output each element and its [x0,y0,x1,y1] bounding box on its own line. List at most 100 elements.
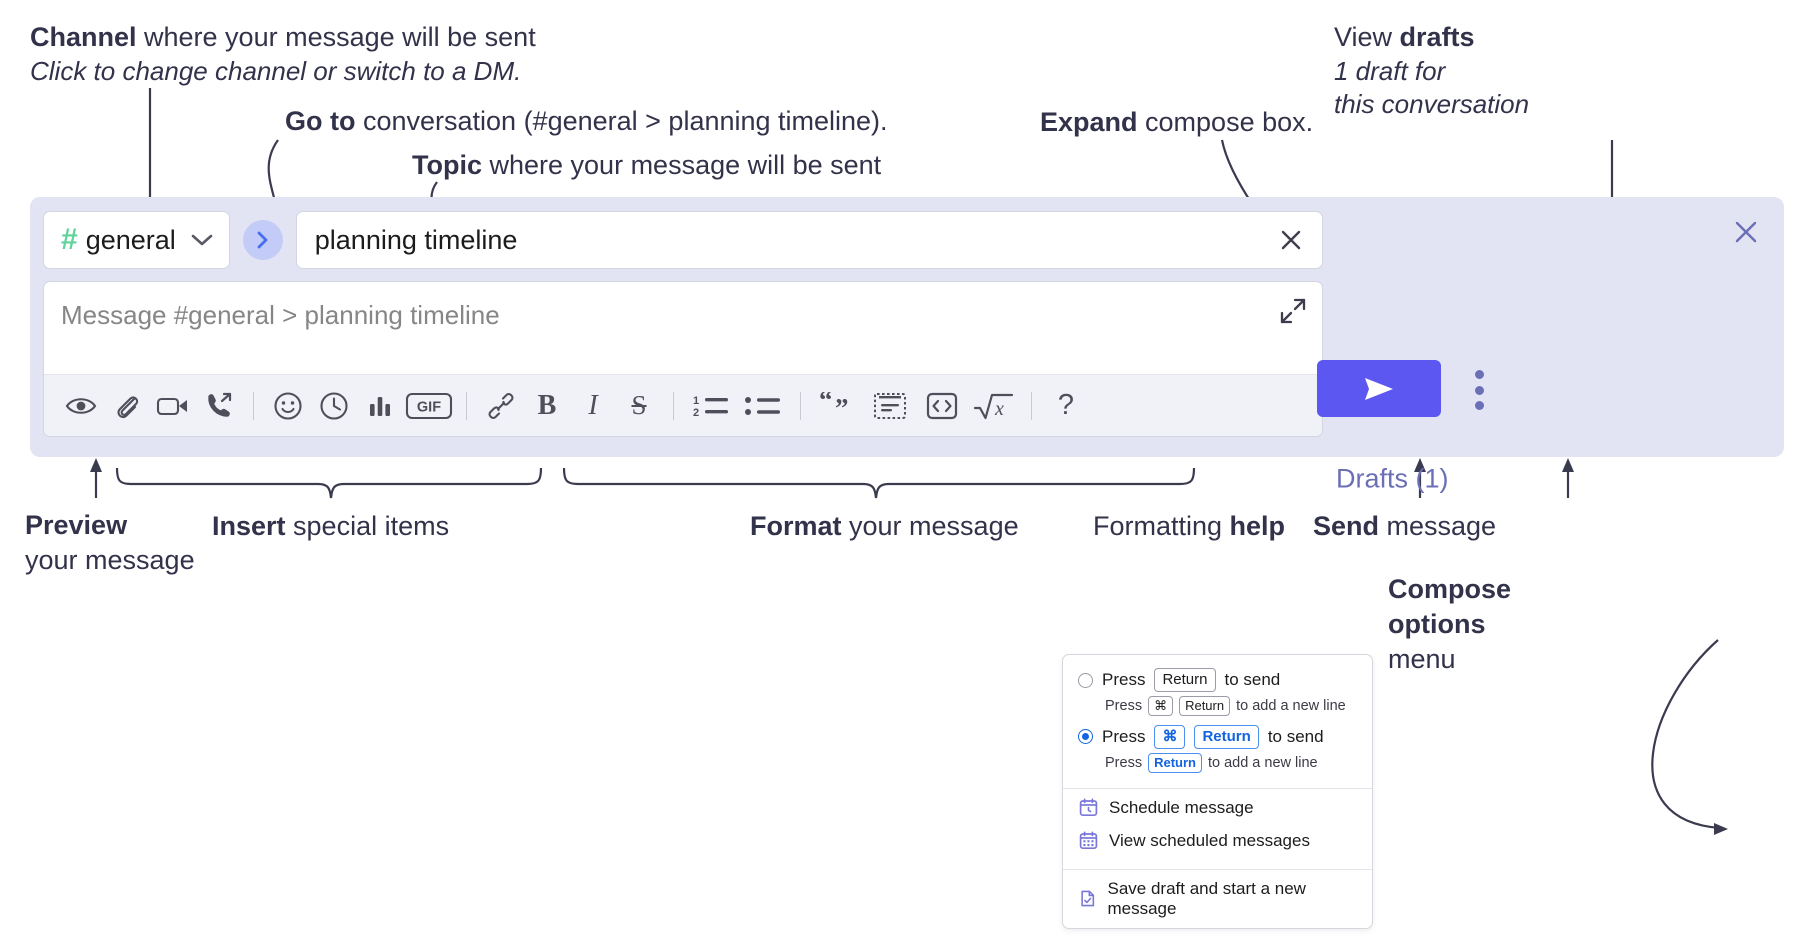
calendar-grid-icon [1079,831,1098,850]
toolbar-divider-4 [800,391,801,420]
send-button[interactable] [1317,360,1441,417]
radio-return[interactable] [1078,672,1093,688]
gif-icon: GIF [405,392,453,419]
hash-icon: # [61,223,78,256]
expand-compose-button[interactable] [1278,296,1308,326]
kebab-dot-3 [1474,401,1484,410]
send-option-cmd-return-hint: Press Return to add a new line [1063,749,1372,779]
emoji-icon [274,391,302,420]
blockquote-button[interactable]: “ ” [812,383,864,429]
expand-icon [1280,298,1306,324]
annotation-drafts: View drafts 1 draft for this conversatio… [1334,20,1529,121]
annotation-format-rest: your message [841,511,1019,541]
key-command-blue: ⌘ [1154,724,1186,750]
option2-sub-pre: Press [1105,754,1143,771]
send-icon [1365,377,1393,400]
topic-value: planning timeline [314,224,518,255]
message-input-box: Message #general > planning timeline [43,281,1323,437]
annotation-channel-sub: Click to change channel or switch to a D… [30,55,522,86]
italic-button[interactable]: I [570,383,616,429]
compose-options-button[interactable] [1466,370,1492,410]
audio-clip-button[interactable] [196,383,242,429]
annotation-preview-bold: Preview [25,510,128,540]
close-icon [1281,230,1301,250]
annotation-channel: Channel where your message will be sent … [30,20,536,88]
annotation-insert-rest: special items [285,511,450,541]
drafts-link[interactable]: Drafts (1) [1336,463,1449,494]
svg-text:GIF: GIF [417,399,441,415]
compose-header-row: # general planning timeline [43,211,1323,269]
annotation-drafts-lead: View [1334,22,1400,52]
attachment-button[interactable] [104,383,150,429]
option2-sub-post: to add a new line [1207,754,1318,771]
help-icon: ? [1057,389,1075,421]
annotation-preview-line2: your message [25,544,195,575]
topic-input[interactable]: planning timeline [295,211,1323,269]
link-icon [488,392,514,419]
option1-post: to send [1224,670,1281,690]
menu-item-label: Schedule message [1109,797,1254,817]
chevron-down-icon [191,233,213,247]
menu-item-schedule-message[interactable]: Schedule message [1063,789,1372,827]
reminder-button[interactable] [311,383,357,429]
send-option-return[interactable]: Press Return to send [1063,665,1372,693]
annotation-insert: Insert special items [212,509,449,544]
menu-item-label: Save draft and start a new message [1107,878,1306,918]
annotation-format-bold: Format [750,511,842,541]
formatting-help-button[interactable]: ? [1043,383,1089,429]
clear-topic-button[interactable] [1274,223,1308,257]
math-button[interactable]: x [968,383,1020,429]
compose-box: # general planning timeline [30,197,1784,494]
link-button[interactable] [478,383,524,429]
key-command: ⌘ [1148,696,1174,716]
bold-button[interactable]: B [524,383,570,429]
toolbar-divider-1 [253,391,254,420]
gif-button[interactable]: GIF [403,383,455,429]
strikethrough-button[interactable]: S [616,383,662,429]
ordered-list-button[interactable]: 1 2 [685,383,737,429]
radio-cmd-return[interactable] [1078,729,1093,745]
bulleted-list-button[interactable] [737,383,789,429]
option1-sub-post: to add a new line [1236,698,1346,715]
kebab-dot-1 [1474,370,1484,379]
annotation-compose-options: Compose options menu [1388,572,1511,677]
compose-main-column: # general planning timeline [43,211,1323,437]
svg-text:x: x [994,398,1004,420]
option2-post: to send [1267,726,1324,746]
message-placeholder: Message #general > planning timeline [61,300,500,330]
annotation-preview: Preview your message [25,508,195,577]
send-option-cmd-return[interactable]: Press ⌘ Return to send [1063,722,1372,750]
poll-button[interactable] [357,383,403,429]
channel-selector[interactable]: # general [43,211,230,269]
code-button[interactable] [916,383,968,429]
clock-icon [320,391,348,420]
preview-button[interactable] [58,383,104,429]
annotation-send-bold: Send [1313,511,1380,541]
code-block-button[interactable] [864,383,916,429]
close-compose-button[interactable] [1731,217,1761,247]
menu-item-save-draft[interactable]: Save draft and start a new message [1063,870,1372,928]
menu-item-view-scheduled[interactable]: View scheduled messages [1063,827,1372,860]
message-textarea[interactable]: Message #general > planning timeline [44,282,1322,374]
menu-divider-1 [1063,787,1372,789]
annotation-channel-rest: where your message will be sent [136,22,536,52]
strikethrough-icon: S [631,390,647,420]
annotation-compose-line1: Compose [1388,574,1512,604]
go-to-conversation-button[interactable] [242,220,283,260]
emoji-button[interactable] [265,383,311,429]
svg-text:“: “ [819,392,833,415]
annotation-topic-rest: where your message will be sent [482,150,882,180]
annotation-expand: Expand compose box. [1040,105,1313,140]
option1-pre: Press [1102,670,1146,690]
save-draft-icon [1081,890,1095,907]
video-clip-button[interactable] [150,383,196,429]
bold-icon: B [537,389,557,421]
chevron-right-icon [257,231,268,249]
code-icon [926,392,958,419]
annotation-compose-line2: options [1388,609,1486,640]
annotation-goto-rest: conversation (#general > planning timeli… [355,106,888,136]
kebab-dot-2 [1474,385,1484,395]
svg-text:”: ” [835,393,849,420]
